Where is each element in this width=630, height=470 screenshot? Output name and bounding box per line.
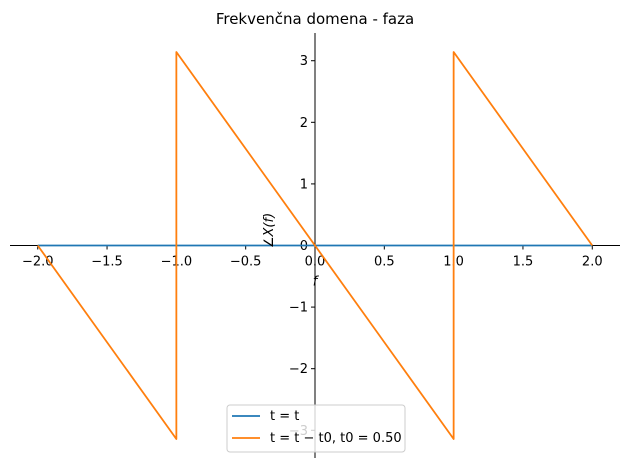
legend: t = t t = t − t0, t0 = 0.50: [226, 404, 406, 453]
x-tick-label: 0.0: [305, 255, 326, 270]
chart-title: Frekvenčna domena - faza: [216, 10, 414, 28]
x-tick-label: 2.0: [582, 255, 603, 270]
y-tick-label: 0: [300, 239, 308, 254]
y-tick-label: 2: [300, 116, 308, 131]
y-tick-label: 3: [300, 54, 308, 69]
y-tick-label: −1: [289, 301, 308, 316]
series-line-2: [36, 51, 594, 440]
y-tick-label: −2: [289, 362, 308, 377]
legend-label-series-1: t = t: [270, 409, 299, 424]
y-axis-label: ∠X(f): [262, 213, 277, 248]
series-layer: [36, 51, 594, 440]
legend-label-series-2: t = t − t0, t0 = 0.50: [270, 431, 402, 446]
x-tick-label: −0.5: [230, 255, 262, 270]
x-tick-label: 1.5: [513, 255, 534, 270]
legend-box: [226, 404, 406, 453]
y-tick-label: 1: [300, 177, 308, 192]
x-tick-label: 0.5: [374, 255, 395, 270]
x-tick-label: −2.0: [22, 255, 54, 270]
x-tick-label: −1.5: [91, 255, 123, 270]
x-axis-label: f: [313, 275, 320, 290]
